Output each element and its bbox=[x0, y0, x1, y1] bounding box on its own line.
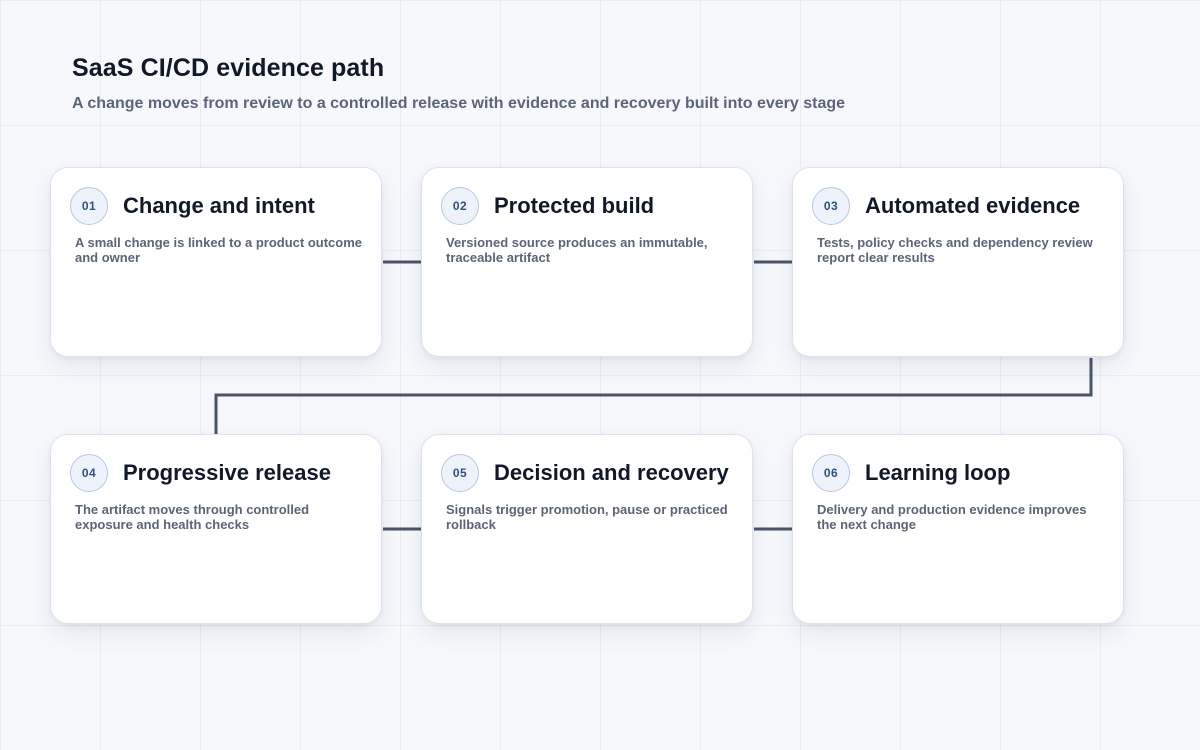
connector-03-04 bbox=[214, 358, 1093, 434]
stage-title: Automated evidence bbox=[865, 193, 1081, 218]
page-title: SaaS CI/CD evidence path bbox=[72, 54, 385, 82]
stage-title: Progressive release bbox=[123, 460, 331, 485]
header: SaaS CI/CD evidence path A change moves … bbox=[72, 50, 845, 114]
stage-number-badge: 06 bbox=[812, 454, 850, 492]
stage-description: Versioned source produces an immutable, … bbox=[446, 235, 708, 265]
stage-card-06: 06 Learning loop Delivery and production… bbox=[792, 434, 1124, 624]
page-subtitle: A change moves from review to a controll… bbox=[72, 95, 846, 112]
stage-title: Learning loop bbox=[865, 460, 1011, 485]
stage-description: Delivery and production evidence improve… bbox=[817, 502, 1087, 532]
stage-card-01: 01 Change and intent A small change is l… bbox=[50, 167, 382, 357]
stage-number-badge: 02 bbox=[441, 187, 479, 225]
stage-title: Decision and recovery bbox=[494, 460, 729, 485]
stage-number-badge: 01 bbox=[70, 187, 108, 225]
stage-card-02: 02 Protected build Versioned source prod… bbox=[421, 167, 753, 357]
stage-description: A small change is linked to a product ou… bbox=[75, 235, 363, 265]
stage-number-badge: 05 bbox=[441, 454, 479, 492]
stage-number-badge: 03 bbox=[812, 187, 850, 225]
stage-description: Signals trigger promotion, pause or prac… bbox=[446, 502, 728, 532]
stage-title: Change and intent bbox=[123, 193, 315, 218]
stage-description: The artifact moves through controlled ex… bbox=[75, 502, 310, 532]
stage-title: Protected build bbox=[494, 193, 655, 218]
stage-card-04: 04 Progressive release The artifact move… bbox=[50, 434, 382, 624]
stage-card-03: 03 Automated evidence Tests, policy chec… bbox=[792, 167, 1124, 357]
stage-number-badge: 04 bbox=[70, 454, 108, 492]
stage-card-05: 05 Decision and recovery Signals trigger… bbox=[421, 434, 753, 624]
stage-description: Tests, policy checks and dependency revi… bbox=[817, 235, 1093, 265]
